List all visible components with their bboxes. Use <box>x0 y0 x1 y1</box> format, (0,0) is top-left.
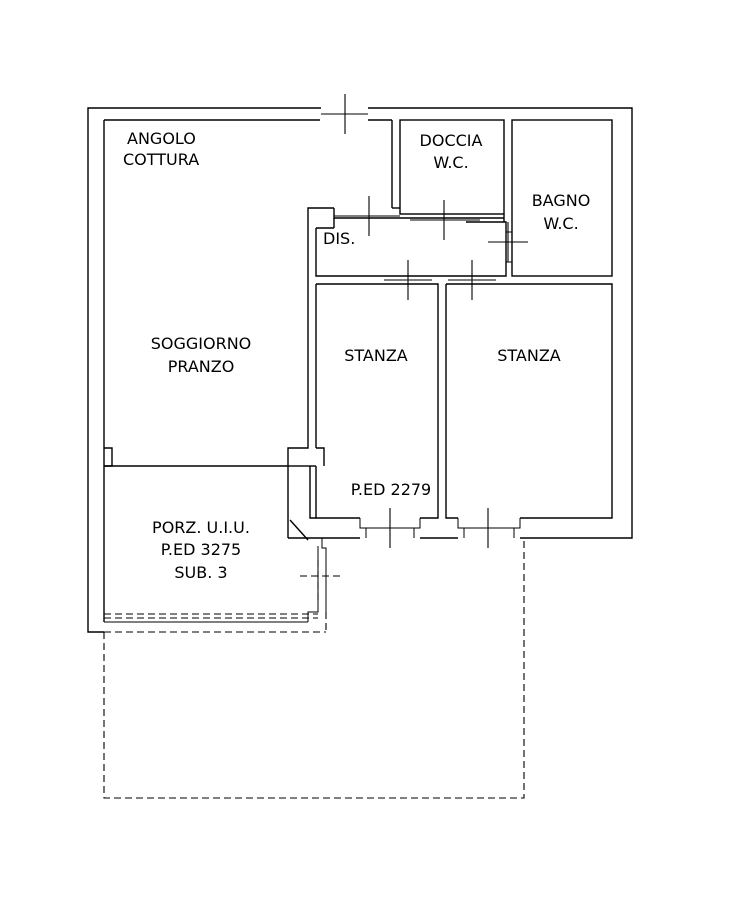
dis-walls <box>315 208 512 277</box>
door-markers <box>321 94 528 548</box>
living-walls <box>104 120 400 538</box>
label-doccia-line2: W.C. <box>433 153 468 172</box>
outer-walls <box>87 107 633 633</box>
label-soggiorno-line2: PRANZO <box>168 357 235 376</box>
doccia-walls <box>399 119 505 219</box>
label-doccia-line1: DOCCIA <box>420 131 483 150</box>
stanza-1-walls <box>304 283 439 519</box>
external-area <box>103 538 525 799</box>
bagno-walls <box>511 119 613 277</box>
label-bagno-line1: BAGNO <box>532 191 591 210</box>
label-ped-2279: P.ED 2279 <box>351 480 431 499</box>
porzione-area <box>104 519 340 633</box>
label-angolo-line1: ANGOLO <box>127 129 196 148</box>
label-bagno-line2: W.C. <box>543 214 578 233</box>
label-porzione-line1: PORZ. U.I.U. <box>152 518 250 537</box>
label-stanza-1: STANZA <box>344 346 408 365</box>
stanza-2-walls <box>445 283 613 519</box>
label-porzione-line2: P.ED 3275 <box>161 540 241 559</box>
label-stanza-2: STANZA <box>497 346 561 365</box>
label-angolo-line2: COTTURA <box>123 150 199 169</box>
door-niches <box>359 518 521 538</box>
room-labels: ANGOLO COTTURA DOCCIA W.C. BAGNO W.C. DI… <box>123 129 590 582</box>
label-dis: DIS. <box>323 229 355 248</box>
label-porzione-line3: SUB. 3 <box>174 563 227 582</box>
label-soggiorno-line1: SOGGIORNO <box>151 334 252 353</box>
